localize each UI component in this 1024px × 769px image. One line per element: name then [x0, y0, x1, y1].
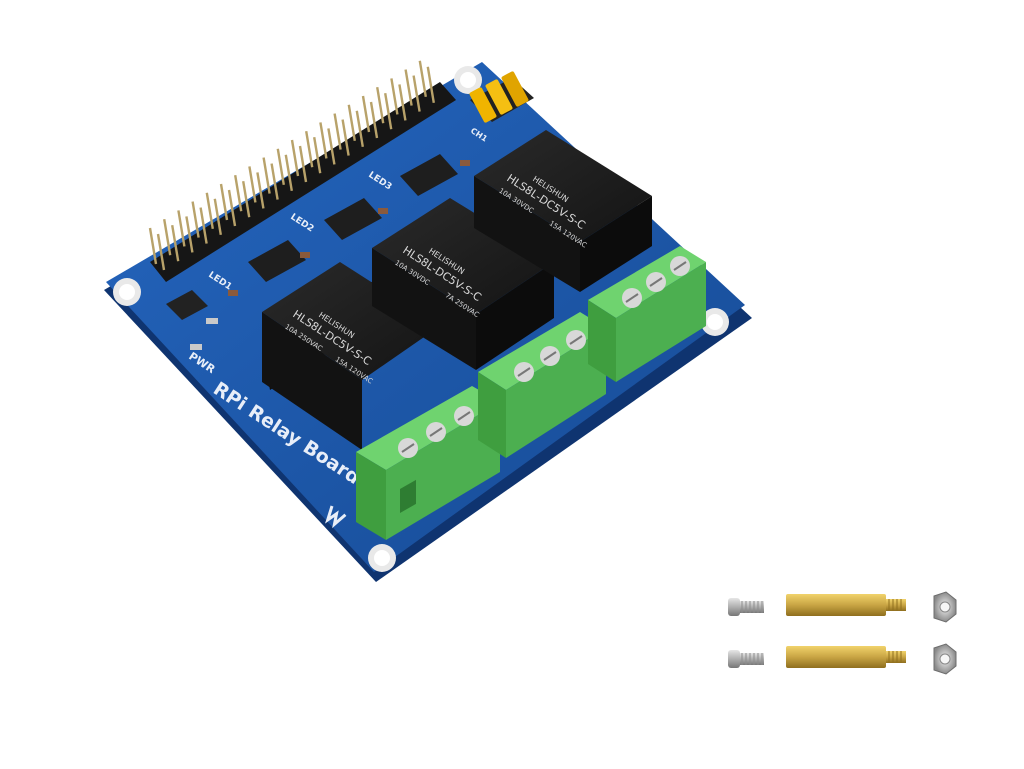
terminal-screw — [646, 272, 666, 292]
terminal-screw — [398, 438, 418, 458]
gpio-pin — [298, 145, 308, 183]
terminal-block — [478, 312, 606, 458]
gpio-pin — [199, 207, 208, 244]
gpio-pin — [284, 154, 293, 191]
gpio-pin — [426, 66, 435, 103]
standoff-icon — [786, 646, 906, 668]
gpio-pin — [333, 113, 342, 150]
transistor — [166, 290, 208, 320]
gpio-pin — [148, 227, 158, 265]
gpio-pin — [327, 128, 336, 165]
gpio-pin — [305, 131, 314, 168]
gpio-pin — [205, 192, 214, 229]
standoff-icon — [786, 594, 906, 616]
gpio-pin — [390, 78, 399, 115]
gpio-pin — [270, 163, 279, 200]
nut-icon — [933, 643, 957, 675]
waveshare-logo — [325, 505, 347, 529]
gpio-pin — [412, 75, 421, 112]
terminal-block — [588, 246, 706, 382]
gpio-pin — [191, 201, 200, 238]
gpio-pin — [376, 87, 385, 124]
accessory-set — [728, 591, 957, 623]
terminal-screw — [426, 422, 446, 442]
nut-icon — [933, 591, 957, 623]
terminal-block — [356, 386, 500, 540]
gpio-pin — [171, 225, 180, 262]
gpio-pin — [418, 60, 427, 97]
gpio-pin — [234, 175, 243, 212]
gpio-pin — [177, 210, 186, 247]
gpio-pin — [369, 101, 379, 139]
gpio-pin — [248, 166, 257, 203]
screw-icon — [728, 598, 764, 616]
gpio-pin — [219, 183, 229, 221]
gpio-pin — [227, 189, 237, 227]
gpio-pin — [404, 69, 413, 106]
relay: HLS8L-DC5V-S-C HELISHUN 10A 30VDC 7A 250… — [372, 198, 554, 370]
terminal-screw — [514, 362, 534, 382]
gpio-pin — [262, 157, 271, 194]
gpio-pin — [398, 84, 407, 121]
optocoupler — [324, 198, 382, 240]
gpio-pin — [256, 172, 265, 209]
mounting-hole — [113, 278, 141, 306]
smd-components — [190, 160, 470, 350]
mounting-hole — [368, 544, 396, 572]
terminal-screw — [540, 346, 560, 366]
terminal-screw — [454, 406, 474, 426]
optocoupler — [400, 154, 458, 196]
jumper-block — [469, 71, 534, 123]
gpio-pin — [347, 104, 356, 141]
gpio-pin — [163, 219, 172, 256]
mounting-hole — [454, 66, 482, 94]
gpio-pin — [361, 95, 371, 133]
gpio-pins — [148, 60, 435, 271]
screw-icon — [728, 650, 764, 668]
gpio-pin — [156, 233, 166, 271]
gpio-pin — [341, 119, 350, 156]
relay-board: RPi Relay Board PWR LED1 LED2 LED3 CH1 H… — [104, 60, 752, 582]
relay: HLS8L-DC5V-S-C HELISHUN 10A 30VDC 15A 12… — [474, 130, 652, 292]
gpio-pin — [384, 93, 393, 130]
mounting-hole — [701, 308, 729, 336]
optocoupler — [248, 240, 306, 282]
gpio-pin — [319, 122, 328, 159]
relay: HLS8L-DC5V-S-C HELISHUN 10A 250VAC 15A 1… — [262, 262, 440, 450]
terminal-screw — [670, 256, 690, 276]
terminal-screw — [622, 288, 642, 308]
gpio-pin — [185, 216, 194, 253]
gpio-header — [148, 60, 456, 282]
accessory-set — [728, 643, 957, 675]
terminal-screw — [566, 330, 586, 350]
gpio-pin — [290, 139, 300, 177]
gpio-pin — [242, 181, 251, 218]
gpio-pin — [276, 148, 285, 185]
gpio-pin — [355, 110, 364, 147]
gpio-pin — [213, 198, 222, 235]
accessory-kit — [728, 591, 957, 675]
gpio-pin — [313, 137, 322, 174]
